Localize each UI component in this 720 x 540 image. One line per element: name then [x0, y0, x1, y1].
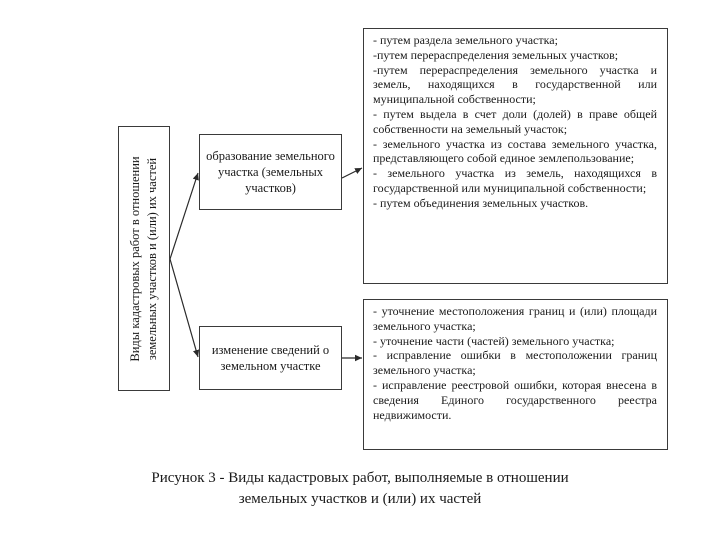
list-item: - земельного участка из состава земельно… [373, 136, 657, 166]
branch-node-formation-label: образование земельного участка (земельны… [206, 149, 335, 195]
list-item: - уточнение местоположения границ и (или… [373, 304, 657, 333]
arrow-branch-1-to-list [341, 167, 363, 179]
branch-node-formation: образование земельного участка (земельны… [199, 134, 342, 210]
list-item: - исправление ошибки в местоположении гр… [373, 348, 657, 378]
root-node: Виды кадастровых работ в отношении земел… [118, 126, 170, 391]
branch-node-change-label: изменение сведений о земельном участке [211, 343, 330, 373]
arrow-root-to-branch-2 [169, 258, 200, 358]
arrow-root-to-branch-1 [169, 172, 199, 260]
list-item: - путем раздела земельного участка; [373, 33, 558, 47]
list-item: - уточнение части (частей) земельного уч… [373, 333, 615, 348]
caption-line-2: земельных участков и (или) их частей [238, 491, 482, 507]
list-item: - исправление реестровой ошибки, которая… [373, 377, 657, 422]
list-item: -путем перераспределения земельных участ… [373, 47, 619, 62]
figure-caption: Рисунок 3 - Виды кадастровых работ, выпо… [60, 468, 660, 510]
list-item: - путем выдела в счет доли (долей) в пра… [373, 106, 657, 136]
change-types-list: - уточнение местоположения границ и (или… [363, 299, 668, 450]
formation-methods-list: - путем раздела земельного участка; -пут… [363, 28, 668, 284]
branch-node-change: изменение сведений о земельном участке [199, 326, 342, 390]
root-node-label: Виды кадастровых работ в отношении земел… [128, 155, 159, 362]
list-item: -путем перераспределения земельного учас… [373, 62, 657, 107]
list-item: - путем объединения земельных участков. [373, 195, 589, 210]
caption-line-1: Рисунок 3 - Виды кадастровых работ, выпо… [151, 470, 569, 486]
list-item: - земельного участка из земель, находящи… [373, 166, 657, 195]
